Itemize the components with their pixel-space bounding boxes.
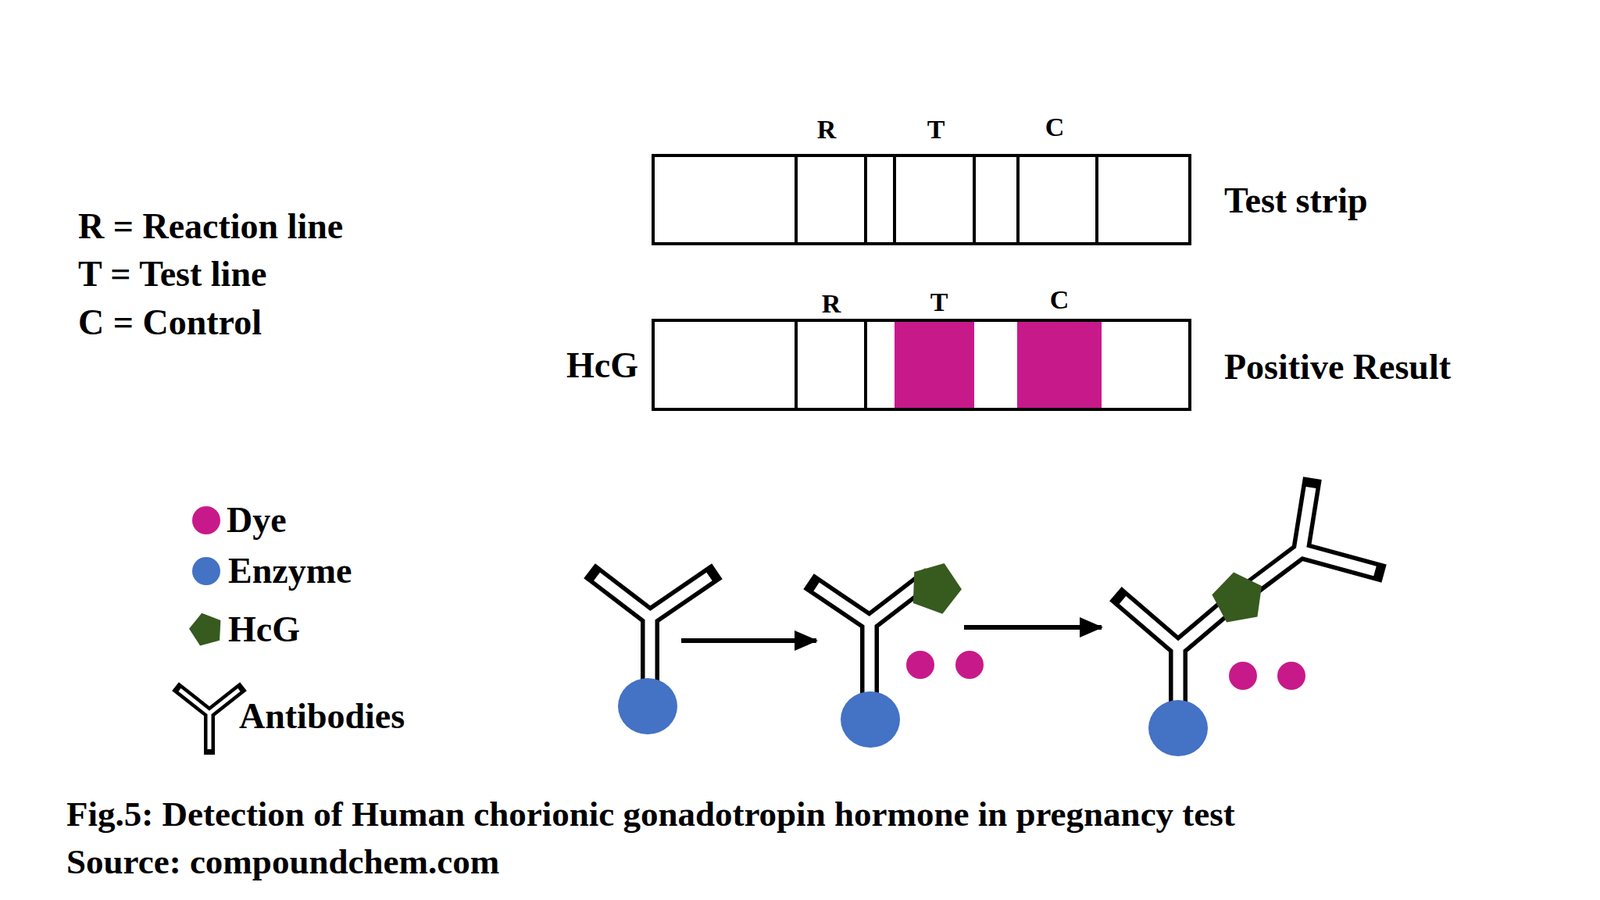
legend-swatch — [192, 557, 221, 586]
strip-letter: C — [1045, 114, 1065, 141]
strip-letter: T — [930, 289, 949, 316]
key-text: C = Control — [78, 304, 262, 341]
key-text: T = Test line — [78, 256, 267, 293]
antibody-sandwich — [1122, 487, 1375, 757]
strip-label: Test strip — [1224, 182, 1368, 219]
legend-swatch — [192, 506, 221, 535]
positive-strip — [653, 320, 1190, 410]
key-text: R = Reaction line — [78, 208, 343, 245]
antibody-bound — [816, 554, 984, 748]
strip-letter: C — [1050, 286, 1070, 314]
strip-letter: R — [821, 290, 842, 318]
legend-swatch — [186, 610, 226, 650]
legend-text: Antibodies — [239, 698, 405, 735]
step-arrow — [681, 638, 817, 643]
legend-text: Dye — [226, 502, 287, 539]
legend-text: HcG — [228, 611, 300, 648]
antibody-icon — [170, 677, 249, 756]
source-text: Source: compoundchem.com — [66, 844, 500, 880]
strip-letter: T — [927, 116, 946, 143]
legend-text: Enzyme — [228, 553, 352, 590]
strip-letter: R — [817, 116, 837, 143]
step-arrow — [964, 625, 1102, 630]
test-strip — [653, 155, 1190, 244]
strip-label: Positive Result — [1224, 349, 1451, 386]
sample-label: HcG — [566, 347, 639, 384]
antibody-free — [596, 576, 710, 735]
figure-caption: Fig.5: Detection of Human chorionic gona… — [66, 796, 1236, 833]
